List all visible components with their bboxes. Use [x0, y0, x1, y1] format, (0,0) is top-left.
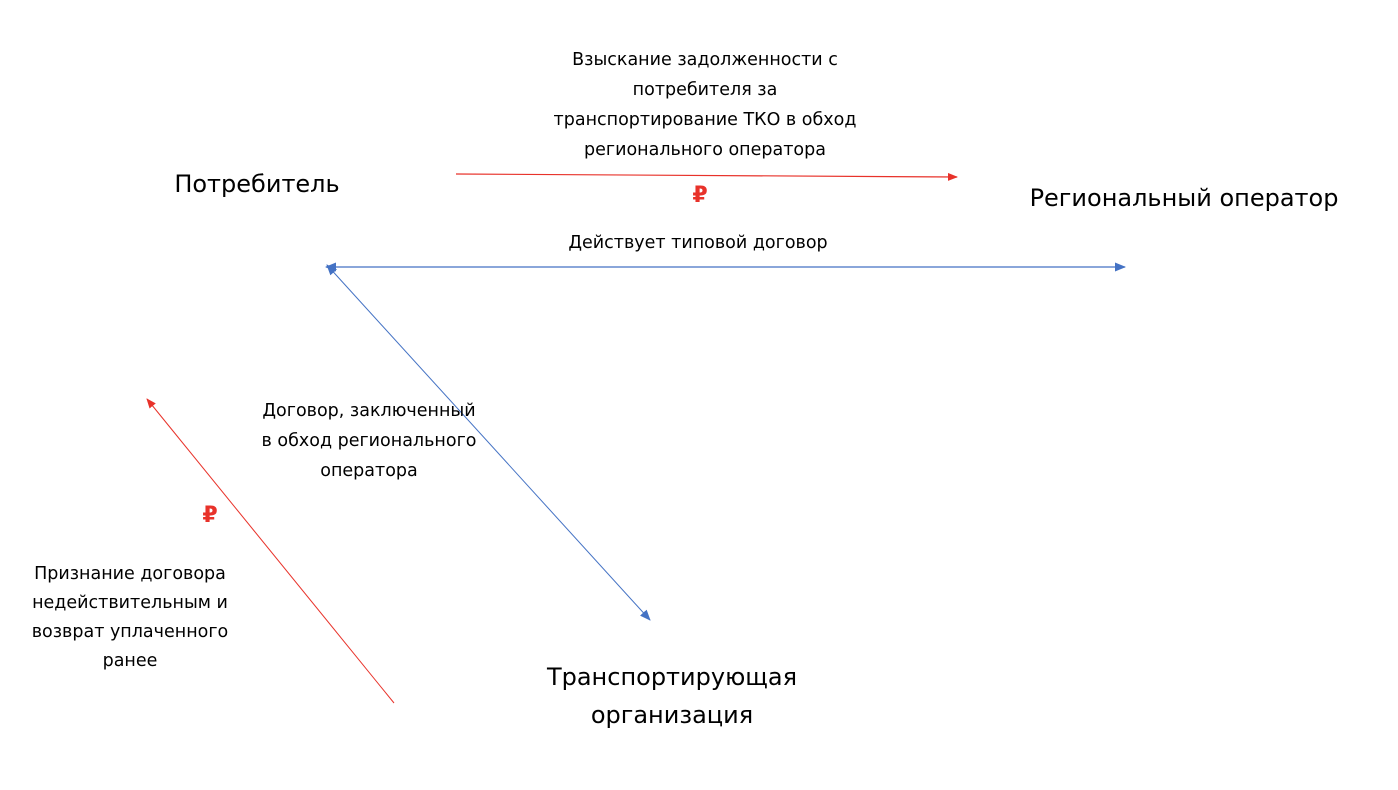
- label-bypass-contract: Договор, заключенный в обход регионально…: [219, 396, 519, 486]
- label-line: ранее: [102, 651, 158, 671]
- node-transport-organization: Транспортирующая организация: [512, 658, 832, 734]
- label-line: в обход регионального: [261, 431, 477, 451]
- node-transport-line: организация: [590, 701, 754, 729]
- label-standard-contract: Действует типовой договор: [568, 233, 828, 253]
- label-line: регионального оператора: [584, 140, 826, 160]
- label-line: Признание договора: [34, 564, 226, 584]
- node-consumer: Потребитель: [174, 170, 340, 198]
- label-line: недействительным и: [32, 593, 228, 613]
- label-line: возврат уплаченного: [31, 622, 229, 642]
- label-line: Взыскание задолженности с: [572, 50, 838, 70]
- invalidation-arrow: [146, 398, 395, 704]
- label-line: потребителя за: [632, 80, 778, 100]
- label-line: транспортирование ТКО в обход: [553, 110, 857, 130]
- node-transport-line: Транспортирующая: [546, 663, 798, 691]
- bypass-contract-arrow: [326, 264, 651, 621]
- node-regional-operator: Региональный оператор: [1029, 184, 1339, 212]
- label-invalidation: Признание договора недействительным и во…: [0, 560, 260, 676]
- label-line: оператора: [320, 461, 418, 481]
- debt-recovery-arrow: [455, 172, 958, 181]
- ruble-icon: ₽: [692, 183, 708, 208]
- label-debt-recovery: Взыскание задолженности с потребителя за…: [505, 45, 905, 165]
- ruble-icon: ₽: [202, 503, 218, 528]
- label-line: Договор, заключенный: [262, 401, 476, 421]
